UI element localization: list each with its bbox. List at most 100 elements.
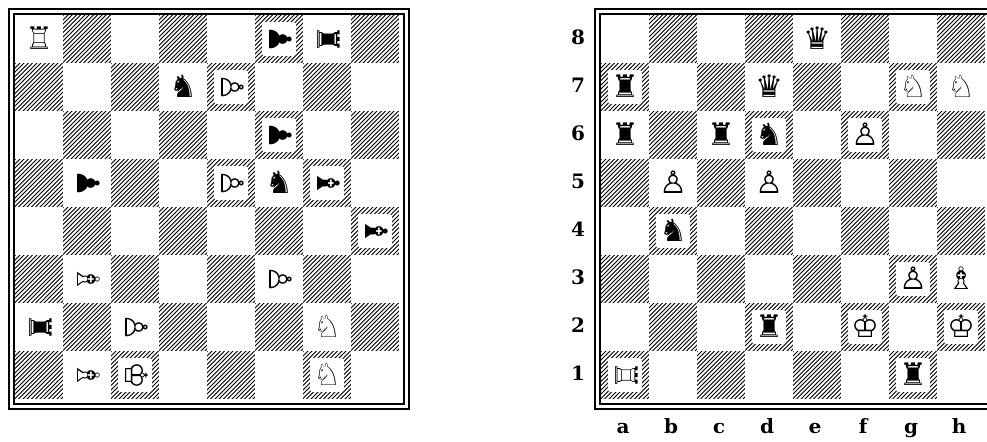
black-knight-icon: ♞	[649, 207, 697, 255]
right-chess-board: ♛♜♛♘♘♜♜♞♙♙♙♞♙♗♜♔♔♖♜	[594, 8, 987, 410]
square-f7	[841, 63, 889, 111]
square-b7	[649, 63, 697, 111]
square-e4	[207, 207, 255, 255]
square-h4	[937, 207, 985, 255]
square-d8	[745, 15, 793, 63]
square-e1	[793, 351, 841, 399]
black-rook-icon: ♜	[889, 351, 937, 399]
square-c2	[697, 303, 745, 351]
square-a3	[601, 255, 649, 303]
black-queen-icon: ♛	[793, 15, 841, 63]
white-rook-icon: ♖	[15, 15, 63, 63]
white-pawn-icon: ♙	[745, 159, 793, 207]
black-rook-icon: ♜	[303, 15, 351, 63]
white-bishop-icon: ♗	[937, 255, 985, 303]
white-pawn-icon: ♙	[207, 63, 255, 111]
square-c7	[111, 63, 159, 111]
square-f4	[841, 207, 889, 255]
square-f2	[255, 303, 303, 351]
square-d3	[159, 255, 207, 303]
square-h7	[351, 63, 399, 111]
square-b7	[63, 63, 111, 111]
square-h6	[937, 111, 985, 159]
square-g3	[303, 255, 351, 303]
square-h8	[937, 15, 985, 63]
square-c4	[697, 207, 745, 255]
square-h2	[351, 303, 399, 351]
square-f8	[841, 15, 889, 63]
square-d3	[745, 255, 793, 303]
white-knight-icon: ♘	[937, 63, 985, 111]
square-a5	[601, 159, 649, 207]
square-h1	[937, 351, 985, 399]
white-knight-icon: ♘	[889, 63, 937, 111]
square-g4	[303, 207, 351, 255]
black-bishop-icon: ♝	[351, 207, 399, 255]
square-b3	[649, 255, 697, 303]
white-rook-icon: ♖	[601, 351, 649, 399]
rank-label-5: 5	[566, 157, 590, 205]
file-label-g: g	[887, 412, 935, 440]
square-e1	[207, 351, 255, 399]
file-label-c: c	[695, 412, 743, 440]
black-knight-icon: ♞	[255, 159, 303, 207]
square-a3	[15, 255, 63, 303]
square-e6	[207, 111, 255, 159]
white-pawn-icon: ♙	[841, 111, 889, 159]
square-a4	[601, 207, 649, 255]
square-c4	[111, 207, 159, 255]
white-bishop-icon: ♗	[63, 351, 111, 399]
square-a2	[601, 303, 649, 351]
file-label-h: h	[935, 412, 983, 440]
square-b6	[63, 111, 111, 159]
rank-label-1: 1	[566, 349, 590, 397]
square-a8	[601, 15, 649, 63]
square-f4	[255, 207, 303, 255]
square-d8	[159, 15, 207, 63]
square-h8	[351, 15, 399, 63]
square-g4	[889, 207, 937, 255]
square-a5	[15, 159, 63, 207]
white-king-icon: ♔	[111, 351, 159, 399]
square-f7	[255, 63, 303, 111]
black-rook-icon: ♜	[601, 111, 649, 159]
rank-label-8: 8	[566, 13, 590, 61]
square-c1	[697, 351, 745, 399]
square-e5	[793, 159, 841, 207]
square-d5	[159, 159, 207, 207]
file-label-d: d	[743, 412, 791, 440]
square-b2	[63, 303, 111, 351]
black-knight-icon: ♞	[159, 63, 207, 111]
square-c3	[111, 255, 159, 303]
white-pawn-icon: ♙	[255, 255, 303, 303]
square-e2	[207, 303, 255, 351]
square-c3	[697, 255, 745, 303]
square-f1	[255, 351, 303, 399]
black-rook-icon: ♜	[601, 63, 649, 111]
square-c8	[697, 15, 745, 63]
rank-label-3: 3	[566, 253, 590, 301]
square-g5	[889, 159, 937, 207]
square-c8	[111, 15, 159, 63]
black-pawn-icon: ♟	[255, 111, 303, 159]
square-d6	[159, 111, 207, 159]
square-d4	[159, 207, 207, 255]
white-pawn-icon: ♙	[207, 159, 255, 207]
black-rook-icon: ♜	[697, 111, 745, 159]
square-h5	[937, 159, 985, 207]
square-b8	[63, 15, 111, 63]
square-d1	[159, 351, 207, 399]
file-label-a: a	[599, 412, 647, 440]
left-chess-board: ♖♟♜♞♙♟♟♙♞♝♝♗♙♜♙♘♗♔♘	[8, 8, 410, 410]
white-pawn-icon: ♙	[889, 255, 937, 303]
white-pawn-icon: ♙	[111, 303, 159, 351]
right-board-squares: ♛♜♛♘♘♜♜♞♙♙♙♞♙♗♜♔♔♖♜	[599, 13, 987, 405]
white-pawn-icon: ♙	[649, 159, 697, 207]
square-g8	[889, 15, 937, 63]
rank-label-4: 4	[566, 205, 590, 253]
rank-label-2: 2	[566, 301, 590, 349]
black-queen-icon: ♛	[745, 63, 793, 111]
square-a1	[15, 351, 63, 399]
white-king-icon: ♔	[937, 303, 985, 351]
white-bishop-icon: ♗	[63, 255, 111, 303]
